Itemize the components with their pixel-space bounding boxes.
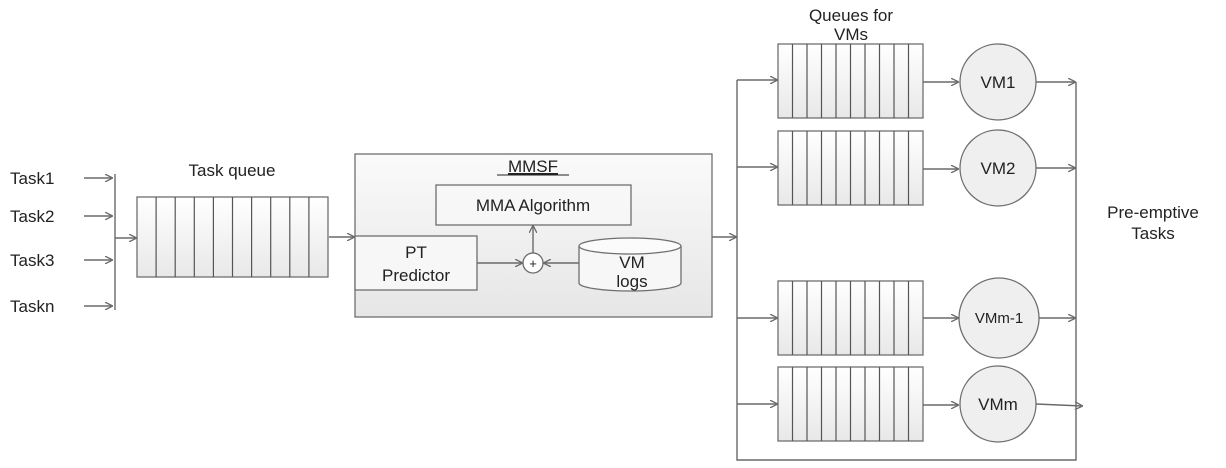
vm-logs-label-line1: VM <box>619 253 645 272</box>
task3-label: Task3 <box>10 251 54 270</box>
taskn-label: Taskn <box>10 297 54 316</box>
vm-queue-1-cells <box>791 44 910 118</box>
mmsf-title: MMSF <box>508 157 558 176</box>
task-queue-title: Task queue <box>189 161 276 180</box>
pt-predictor-label-line2: Predictor <box>382 266 450 285</box>
vm-m-label: VMm <box>978 395 1018 414</box>
vm-queues-title-line1: Queues for <box>809 6 893 25</box>
vm1-label: VM1 <box>981 73 1016 92</box>
preemptive-label-line1: Pre-emptive <box>1107 203 1199 222</box>
vm-queue-m-minus-1-cells <box>791 281 910 355</box>
preemptive-label-line2: Tasks <box>1131 224 1174 243</box>
vm-queue-2-cells <box>791 131 910 205</box>
vm-queue-m-minus-1 <box>777 280 924 356</box>
vm-m-minus-1-label: VMm-1 <box>975 310 1023 327</box>
task-inputs: Task1 Task2 Task3 Taskn <box>10 169 136 316</box>
mmsf-block: MMSF MMA Algorithm PT Predictor + VM log… <box>354 153 713 318</box>
vm-queues-title-line2: VMs <box>834 25 868 44</box>
vm-queue-m-cells <box>791 367 910 441</box>
vm2-label: VM2 <box>981 159 1016 178</box>
vm-queue-m <box>777 366 924 442</box>
task1-label: Task1 <box>10 169 54 188</box>
task-queue <box>136 196 329 278</box>
vm-logs-database <box>578 237 682 292</box>
adder-symbol: + <box>529 256 537 271</box>
vm-m-output-arrow <box>1035 404 1082 406</box>
mma-algorithm-label: MMA Algorithm <box>476 196 590 215</box>
vm-queue-2 <box>777 130 924 206</box>
task2-label: Task2 <box>10 207 54 226</box>
pt-predictor-label-line1: PT <box>405 243 427 262</box>
vm-queue-1 <box>777 43 924 119</box>
vm-logs-label-line2: logs <box>616 272 647 291</box>
task-queue-cells <box>155 197 310 277</box>
preemptive-feedback-loop <box>736 82 1077 461</box>
mma-algorithm-box <box>435 184 632 226</box>
